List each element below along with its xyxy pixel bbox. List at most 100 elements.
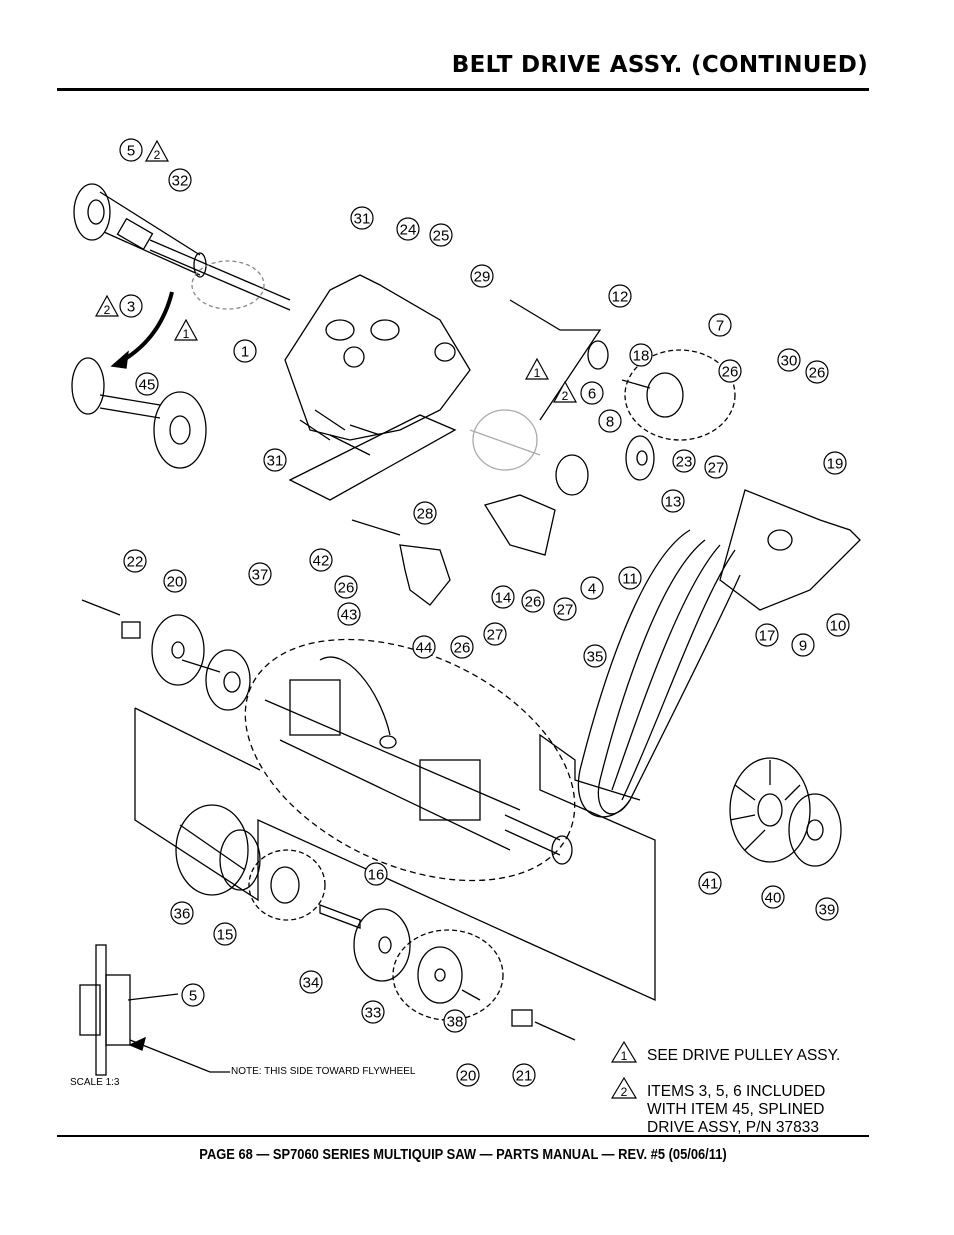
svg-text:2: 2: [104, 303, 111, 317]
callout-38: 38: [443, 1009, 467, 1033]
callout-25: 25: [429, 223, 453, 247]
legend-text-2b: WITH ITEM 45, SPLINED: [647, 1101, 824, 1118]
svg-text:32: 32: [172, 173, 189, 190]
svg-text:34: 34: [303, 975, 320, 992]
callout-11: 11: [618, 566, 642, 590]
svg-text:36: 36: [174, 906, 191, 923]
svg-text:14: 14: [495, 590, 512, 607]
callout-16: 16: [364, 862, 388, 886]
callout-3: 3: [119, 294, 143, 318]
svg-text:11: 11: [622, 571, 638, 588]
callout-43: 43: [337, 602, 361, 626]
svg-text:4: 4: [588, 581, 596, 598]
callout-32: 32: [168, 168, 192, 192]
legend-flag-2: 2 ITEMS 3, 5, 6 INCLUDED WITH ITEM 45, S…: [610, 1076, 825, 1136]
callout-36: 36: [170, 901, 194, 925]
svg-text:33: 33: [365, 1005, 382, 1022]
inset-scale: SCALE 1:3: [70, 1077, 120, 1088]
svg-text:29: 29: [474, 269, 491, 286]
svg-text:21: 21: [516, 1068, 533, 1085]
svg-text:35: 35: [587, 649, 604, 666]
flag-triangle-1: 1: [524, 357, 550, 380]
callout-39: 39: [815, 897, 839, 921]
callout-28: 28: [413, 501, 437, 525]
page-title: BELT DRIVE ASSY. (CONTINUED): [451, 52, 868, 78]
svg-text:26: 26: [454, 640, 471, 657]
svg-text:45: 45: [139, 377, 156, 394]
callout-7: 7: [708, 313, 732, 337]
callout-1: 1: [233, 339, 257, 363]
callout-20: 20: [456, 1063, 480, 1087]
footer-rule: [57, 1135, 869, 1137]
svg-text:5: 5: [127, 143, 135, 160]
svg-text:2: 2: [621, 1085, 628, 1099]
callout-23: 23: [672, 449, 696, 473]
legend-text-2c: DRIVE ASSY, P/N 37833: [647, 1119, 819, 1136]
callout-40: 40: [761, 885, 785, 909]
callout-12: 12: [608, 284, 632, 308]
callout-21: 21: [512, 1063, 536, 1087]
svg-text:20: 20: [167, 574, 184, 591]
callout-35: 35: [583, 644, 607, 668]
svg-text:26: 26: [809, 365, 826, 382]
flag-triangle-2: 2: [94, 294, 120, 317]
callout-37: 37: [248, 562, 272, 586]
callout-41: 41: [698, 871, 722, 895]
svg-text:3: 3: [127, 299, 135, 316]
svg-text:38: 38: [447, 1014, 464, 1031]
svg-text:19: 19: [827, 456, 844, 473]
callout-29: 29: [470, 264, 494, 288]
svg-text:6: 6: [588, 386, 596, 403]
callout-26: 26: [805, 360, 829, 384]
callout-9: 9: [791, 633, 815, 657]
callout-13: 13: [661, 489, 685, 513]
callout-27: 27: [483, 622, 507, 646]
svg-text:13: 13: [665, 494, 682, 511]
svg-text:17: 17: [759, 628, 776, 645]
callout-14: 14: [491, 585, 515, 609]
svg-text:42: 42: [313, 553, 330, 570]
svg-text:2: 2: [562, 389, 569, 403]
svg-text:1: 1: [621, 1049, 628, 1063]
svg-text:12: 12: [612, 289, 629, 306]
svg-text:40: 40: [765, 890, 782, 907]
callout-42: 42: [309, 548, 333, 572]
callout-4: 4: [580, 576, 604, 600]
svg-text:10: 10: [830, 618, 847, 635]
callout-5: 5: [119, 138, 143, 162]
callout-27: 27: [553, 597, 577, 621]
svg-text:44: 44: [416, 640, 433, 657]
legend-flag-1: 1 SEE DRIVE PULLEY ASSY.: [610, 1040, 840, 1064]
svg-text:7: 7: [716, 318, 724, 335]
inset-note: NOTE: THIS SIDE TOWARD FLYWHEEL: [231, 1066, 416, 1077]
svg-text:27: 27: [487, 627, 504, 644]
svg-text:26: 26: [722, 364, 739, 381]
page-footer: PAGE 68 — SP7060 SERIES MULTIQUIP SAW — …: [199, 1146, 727, 1163]
callout-45: 45: [135, 372, 159, 396]
legend: 1 SEE DRIVE PULLEY ASSY. 2 ITEMS 3, 5, 6…: [610, 1040, 840, 1136]
svg-text:24: 24: [400, 222, 417, 239]
flag-triangle-2: 2: [552, 380, 578, 403]
callout-44: 44: [412, 635, 436, 659]
svg-text:39: 39: [819, 902, 836, 919]
svg-text:23: 23: [676, 454, 693, 471]
callout-26: 26: [718, 359, 742, 383]
svg-text:30: 30: [781, 353, 798, 370]
callout-31: 31: [263, 448, 287, 472]
svg-text:26: 26: [525, 594, 542, 611]
svg-text:1: 1: [183, 327, 190, 341]
svg-text:28: 28: [417, 506, 434, 523]
svg-text:2: 2: [154, 148, 161, 162]
callout-18: 18: [629, 343, 653, 367]
svg-text:20: 20: [460, 1068, 477, 1085]
svg-text:1: 1: [241, 344, 249, 361]
svg-text:15: 15: [217, 927, 234, 944]
svg-text:43: 43: [341, 607, 358, 624]
callout-20: 20: [163, 569, 187, 593]
callout-15: 15: [213, 922, 237, 946]
svg-text:27: 27: [708, 460, 725, 477]
callout-24: 24: [396, 217, 420, 241]
header-rule: [57, 88, 869, 91]
